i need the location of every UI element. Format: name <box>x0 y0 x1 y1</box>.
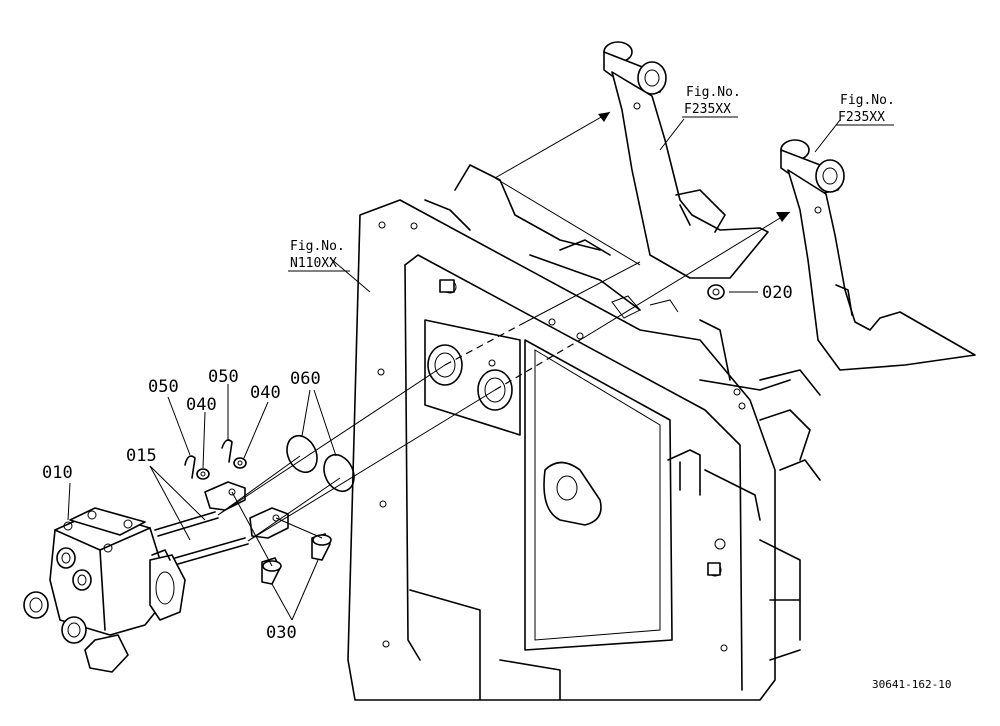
figure-references: Fig.No. N110XX Fig.No. F235XX Fig.No. F2… <box>288 85 895 272</box>
o-rings <box>286 434 355 493</box>
callout-010: 010 <box>42 463 73 483</box>
assembly-lines <box>217 111 791 567</box>
callout-030: 030 <box>266 623 297 643</box>
callout-020: 020 <box>762 283 793 303</box>
callout-050-right: 050 <box>208 367 239 387</box>
fig-ref-pedal-left-label: Fig.No. <box>686 85 741 100</box>
pedal-left <box>603 41 769 279</box>
fig-ref-pedal-right-number: F235XX <box>838 110 885 125</box>
master-cylinder <box>23 507 186 673</box>
callout-040-left: 040 <box>186 395 217 415</box>
clevis-pins <box>261 533 332 585</box>
push-rods <box>154 481 289 565</box>
fig-ref-pedal-left-number: F235XX <box>684 102 731 117</box>
pedal-right <box>780 139 976 371</box>
split-pins <box>184 439 233 479</box>
drawing-code: 30641-162-10 <box>872 678 951 691</box>
fig-ref-frame-label: Fig.No. <box>290 239 345 254</box>
callout-015: 015 <box>126 446 157 466</box>
callout-040-right: 040 <box>250 383 281 403</box>
callout-050-left: 050 <box>148 377 179 397</box>
nut-020 <box>707 284 725 300</box>
callout-leaders <box>67 118 841 621</box>
washers <box>196 457 247 480</box>
fig-ref-pedal-right-label: Fig.No. <box>840 93 895 108</box>
callout-060: 060 <box>290 369 321 389</box>
fig-ref-frame-number: N110XX <box>290 256 337 271</box>
callout-labels: 010 015 050 040 050 040 060 020 030 <box>42 283 793 643</box>
